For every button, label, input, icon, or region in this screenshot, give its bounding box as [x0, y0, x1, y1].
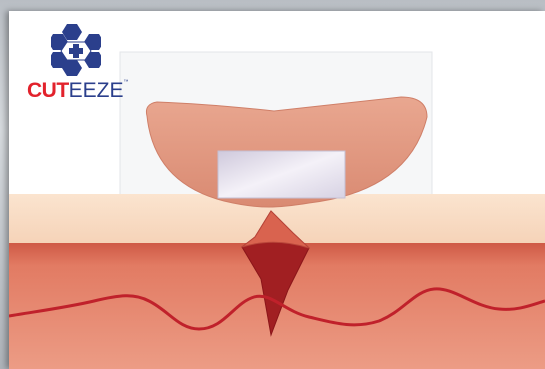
- brand-name: CUTEEZE™: [27, 80, 128, 101]
- hexagon-cross-icon: [51, 24, 101, 76]
- trademark-symbol: ™: [124, 79, 129, 85]
- brand-name-part2: EEZE: [69, 79, 124, 102]
- cuteeze-logo: CUTEEZE™: [27, 24, 147, 104]
- illustration-panel: CUTEEZE™: [9, 11, 545, 369]
- bandage-pad: [218, 151, 345, 198]
- brand-name-part1: CUT: [27, 79, 69, 102]
